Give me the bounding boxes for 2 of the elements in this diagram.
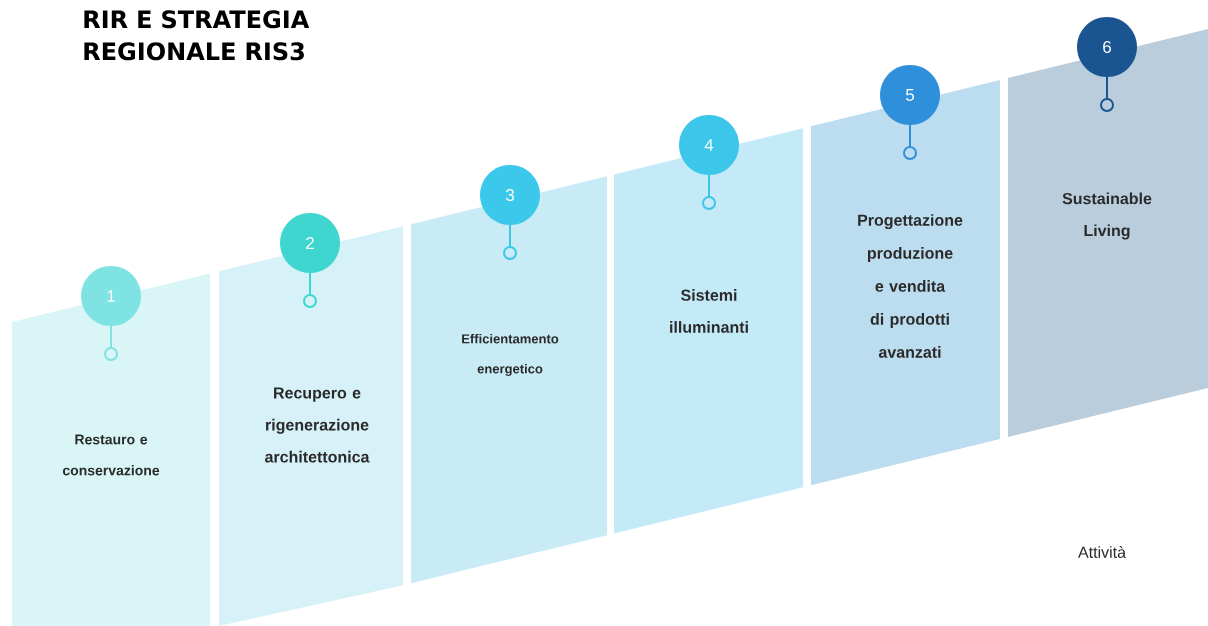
- note: Attività: [1078, 546, 1126, 558]
- title: RIR E STRATEGIA REGIONALE RIS3: [84, 10, 310, 61]
